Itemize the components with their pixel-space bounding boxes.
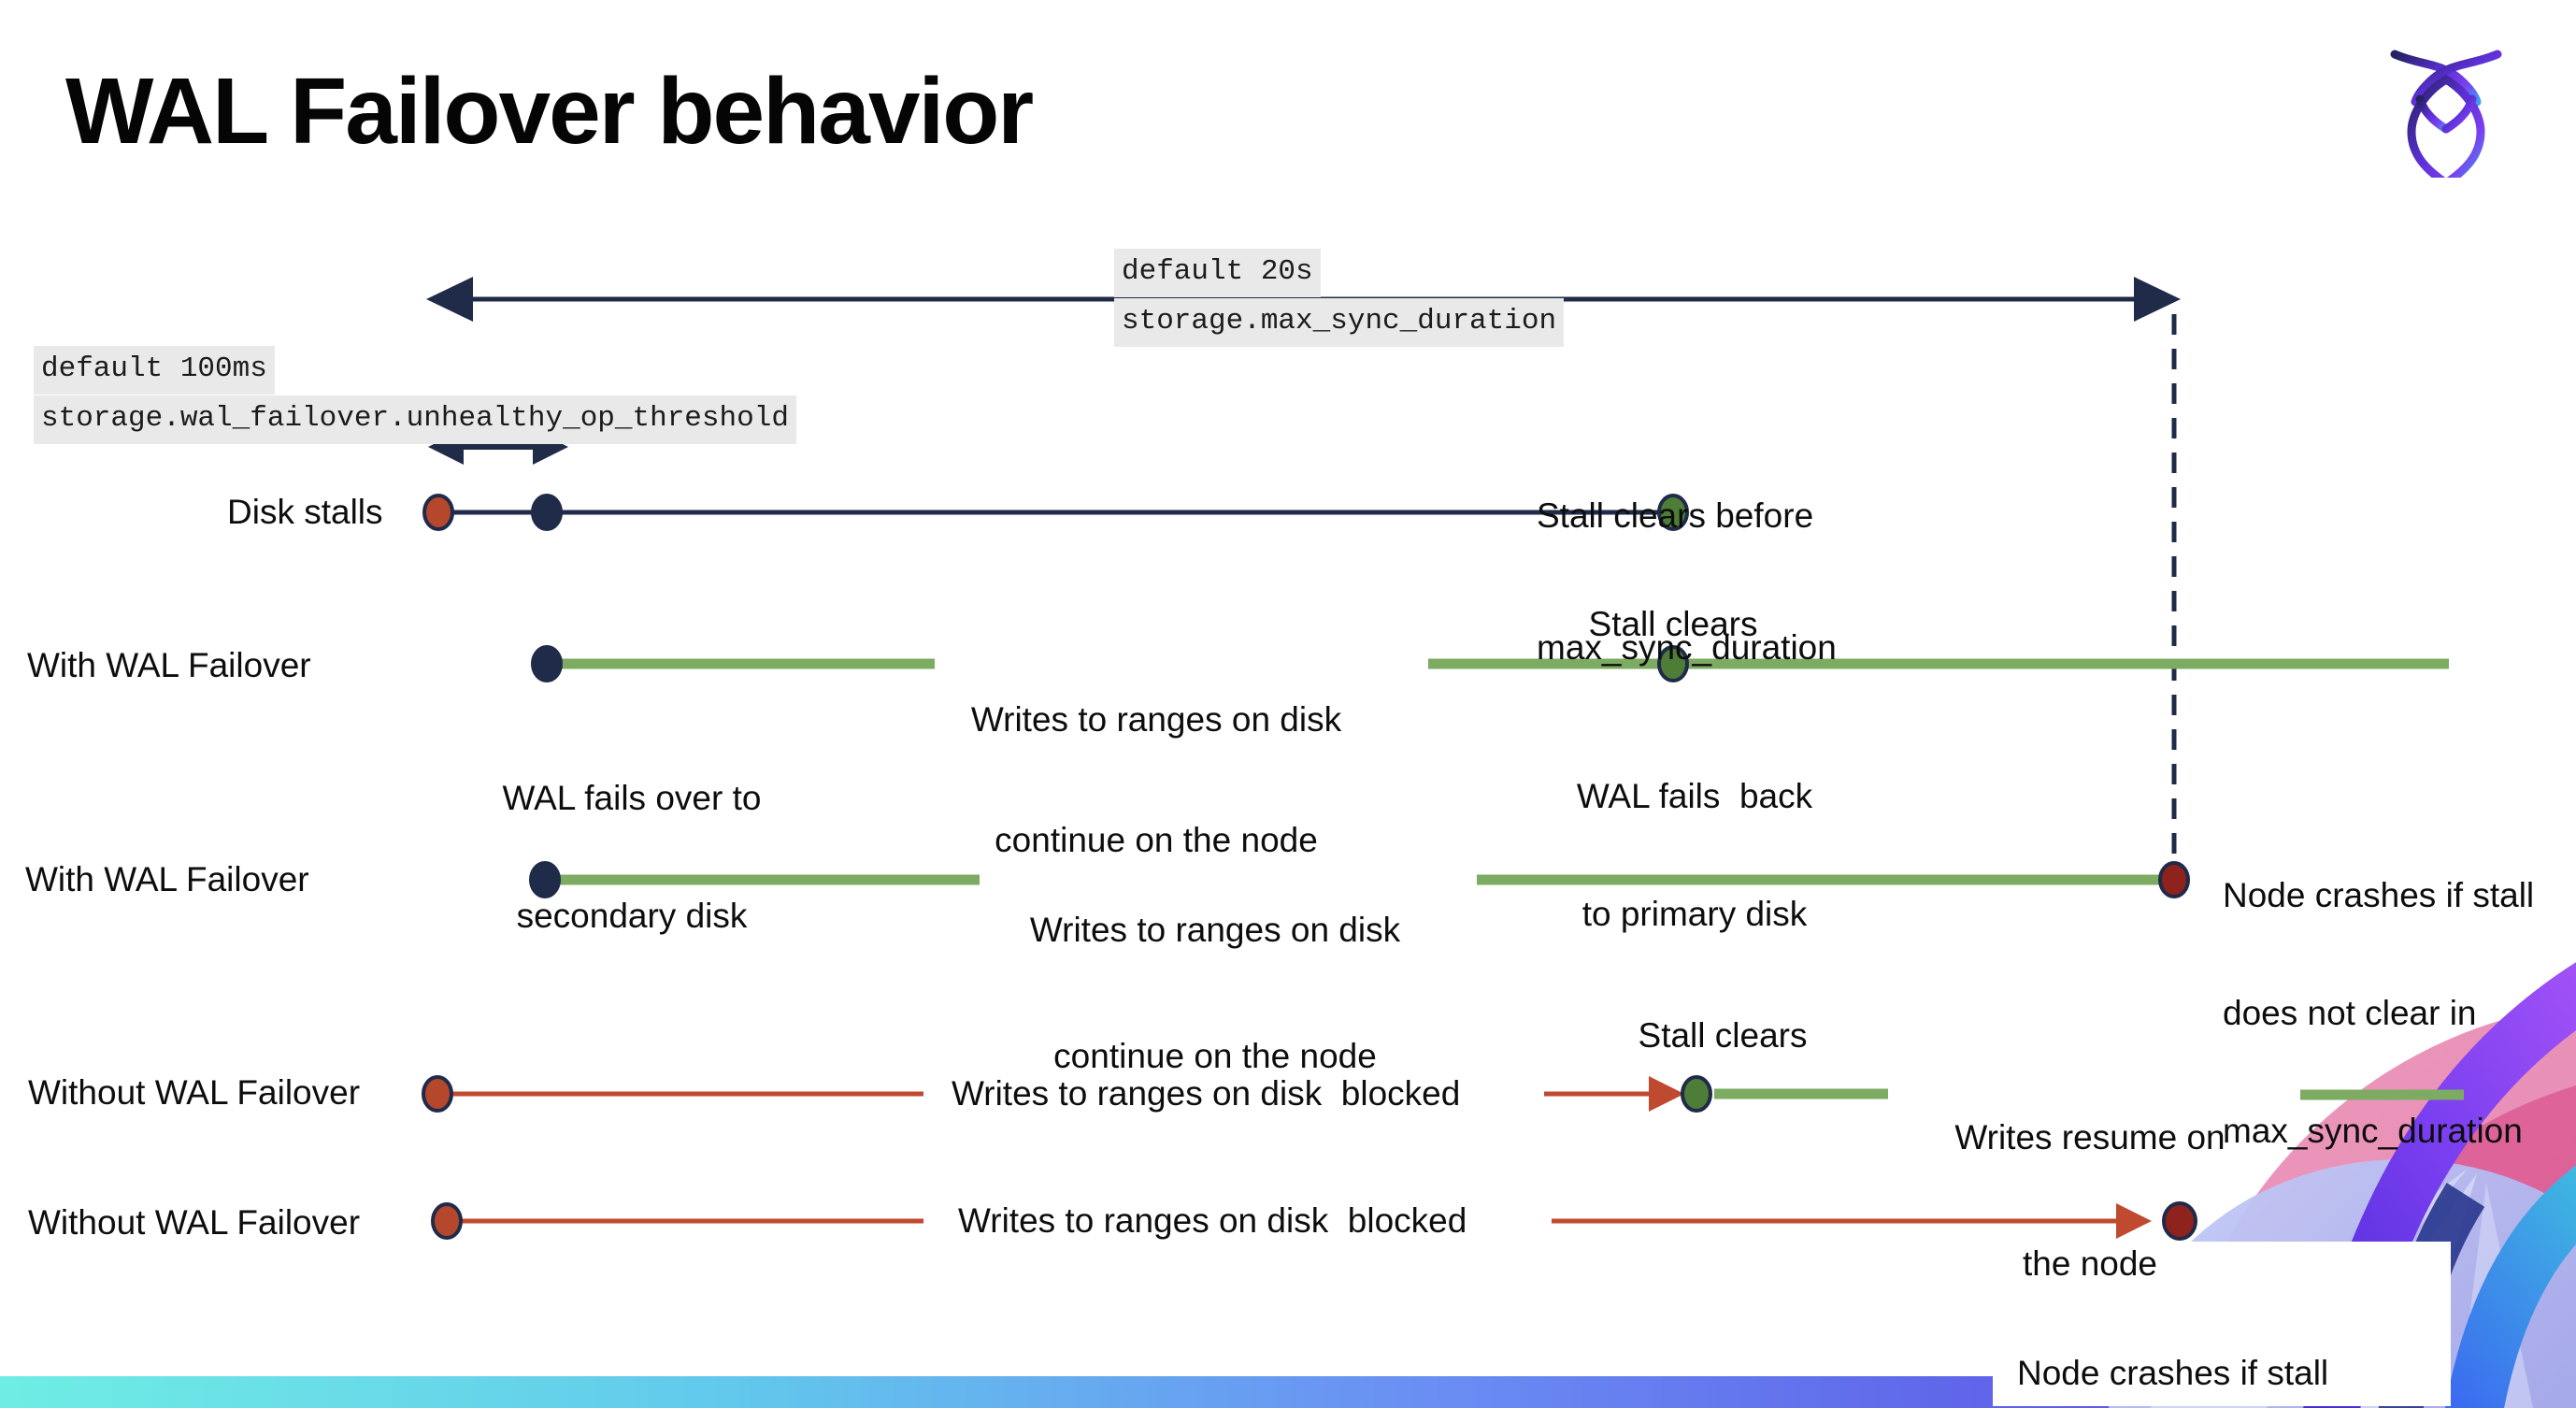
writes-continue-annotation: Writes to ranges on disk continue on the… [970,700,1342,859]
row-label-disk-stalls: Disk stalls [227,493,383,531]
arrow-left-head [426,277,473,322]
failover-dot [531,645,563,682]
logo-right-antenna [2411,50,2502,107]
arrow-right-head [1649,1076,1684,1112]
row-label-with-wal-failover: With WAL Failover [25,860,309,898]
wal-fails-over-annotation: WAL fails over to secondary disk [502,779,762,935]
threshold-dot [531,494,563,531]
setting-default-value: default 20s [1114,249,1321,297]
row-label-without-wal-failover: Without WAL Failover [28,1073,361,1112]
logo-inner-right-branch [2441,94,2477,134]
setting-default-value: default 100ms [34,346,275,395]
stall-clears-annotation: Stall clears [1638,1016,1808,1055]
row-label-without-wal-failover: Without WAL Failover [28,1203,361,1242]
stall-start-dot [422,1075,453,1113]
writes-blocked-annotation: Writes to ranges on disk blocked [952,1074,1461,1113]
setting-name: storage.wal_failover.unhealthy_op_thresh… [34,395,796,444]
page-title: WAL Failover behavior [65,59,1034,164]
stall-start-dot [431,1202,463,1240]
writes-blocked-annotation: Writes to ranges on disk blocked [958,1201,1467,1240]
logo-left-antenna [2390,50,2482,107]
node-crash-dot [2158,861,2190,898]
writes-continue-annotation: Writes to ranges on disk continue on the… [1029,911,1401,1075]
unhealthy-op-threshold-setting: default 100ms storage.wal_failover.unhea… [34,346,796,444]
wal-fails-back-annotation: WAL fails back to primary disk [1576,777,1813,933]
logo-body-outline [2407,74,2485,178]
max-sync-duration-setting: default 20s storage.max_sync_duration [1114,249,1565,347]
arrow-right-head [2134,277,2181,322]
node-crashes-annotation: Node crashes if stall does not clear in … [2017,1354,2329,1392]
stall-clears-dot [1681,1075,1712,1113]
setting-name: storage.max_sync_duration [1114,298,1565,347]
node-crashes-annotation: Node crashes if stall does not clear in … [2223,876,2535,1150]
logo-inner-left-branch [2415,94,2451,134]
stall-clears-annotation: Stall clears [1588,605,1758,643]
row-label-with-wal-failover: With WAL Failover [27,646,311,684]
stall-start-dot [422,494,454,531]
cockroachdb-logo-icon [2390,50,2502,178]
